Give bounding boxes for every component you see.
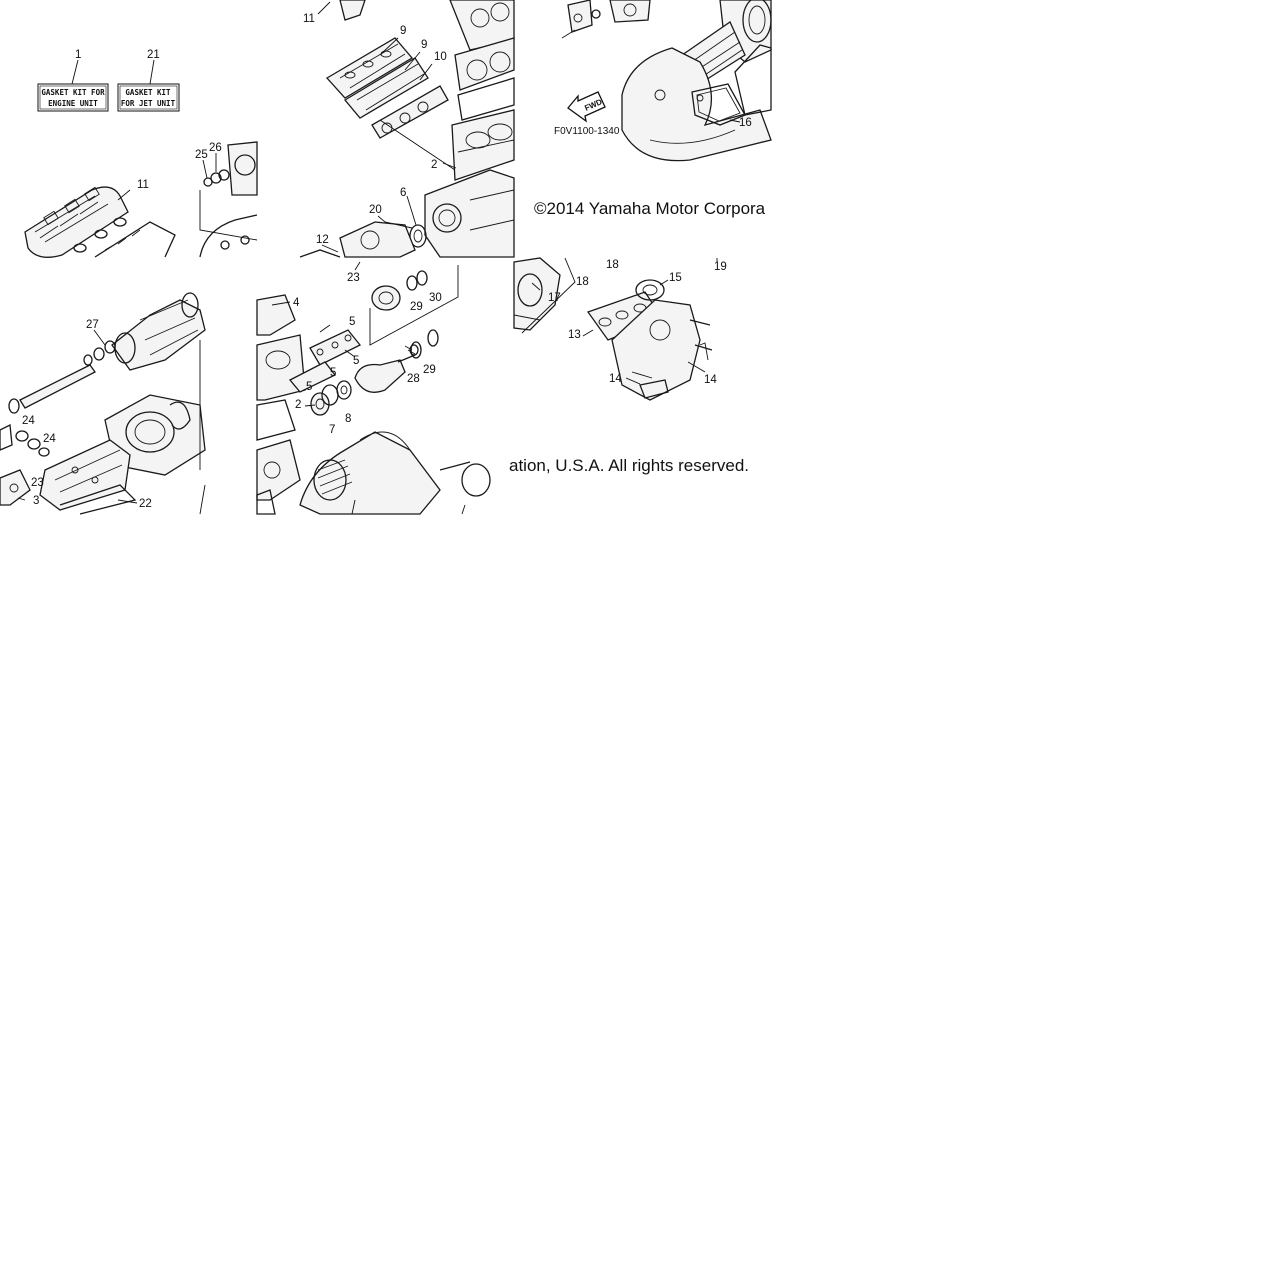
callout-6: 6 [400,187,406,199]
jet-label-line2: FOR JET UNIT [121,99,176,108]
bearings-7-8 [310,380,352,416]
head-cover-gaskets [325,37,449,139]
callout-23-center: 23 [347,272,360,284]
callout-30: 30 [429,292,442,304]
callouts-tile-b: 11 9 9 10 2 6 20 12 [303,13,447,246]
callout-18b: 18 [606,259,619,271]
callouts-tile-f: 17 18 18 19 15 13 14 14 [531,258,727,386]
callout-15: 15 [669,272,682,284]
engine-label-line1: GASKET KIT FOR [41,88,105,97]
callout-3: 3 [33,495,39,507]
callouts-tile-e: 23 4 29 30 5 5 5 5 28 29 2 7 8 [271,261,442,436]
callout-24a: 24 [22,415,35,427]
callout-2-top: 2 [431,159,437,171]
reverse-gate-part [621,44,772,162]
callout-12: 12 [316,234,329,246]
callout-5d: 5 [306,381,312,393]
head-cover-part [24,186,176,258]
callout-22: 22 [139,498,152,510]
fwd-arrow-icon: FWD [567,91,606,123]
seal-parts-24 [0,423,50,506]
engine-label-line2: ENGINE UNIT [48,99,98,108]
cover-assembly-part [299,215,416,258]
callout-17: 17 [548,292,561,304]
callout-1: 1 [75,49,81,61]
callouts-tile-d: 27 24 24 23 3 22 [17,319,152,510]
callout-14a: 14 [609,373,622,385]
exhaust-pipe-part [299,431,491,515]
tile-top-left: GASKET KIT FOR ENGINE UNIT GASKET KIT FO… [24,49,258,258]
callout-20: 20 [369,204,382,216]
callout-9a: 9 [400,25,406,37]
figure-code: F0V1100-1340 [554,126,620,137]
cylinder-block-part [379,0,515,258]
callout-5a: 5 [349,316,355,328]
callout-26: 26 [209,142,222,154]
exhaust-chamber-part [513,257,576,334]
gasket-16-part [691,83,746,126]
gasket-kit-jet-label: GASKET KIT FOR JET UNIT [117,83,180,112]
callout-25: 25 [195,149,208,161]
exhaust-manifold-part [611,279,713,401]
callout-14b: 14 [704,374,717,386]
pump-assembly-part [561,0,651,39]
callout-7: 7 [329,424,335,436]
callout-5b: 5 [353,355,359,367]
bearing-assembly-part [369,265,459,346]
jet-label-line1: GASKET KIT [125,88,171,97]
callout-11-top: 11 [303,13,315,25]
callout-16: 16 [739,117,752,129]
callout-23: 23 [31,477,44,489]
callout-8: 8 [345,413,351,425]
callout-11: 11 [137,179,149,191]
coupler-shaft-part [354,329,439,393]
callout-29a: 29 [410,301,423,313]
callout-29b: 29 [423,364,436,376]
tile-middle-left: 27 24 24 23 3 22 [0,292,206,515]
tile-top-middle: 11 9 9 10 2 6 20 12 [299,0,515,258]
callout-24b: 24 [43,433,56,445]
gasket-kit-engine-label: GASKET KIT FOR ENGINE UNIT [37,83,109,112]
cylinder-head-part [199,141,258,258]
callout-28: 28 [407,373,420,385]
callout-9b: 9 [421,39,427,51]
callout-18a: 18 [576,276,589,288]
tile-center: 23 4 29 30 5 5 5 5 28 29 2 7 8 [256,261,491,515]
tile-middle-right: ation, U.S.A. All rights reserved. 17 18… [509,257,749,475]
copyright-text-part2: ation, U.S.A. All rights reserved. [509,456,749,475]
impeller-housing-part [111,292,206,371]
callout-19: 19 [714,261,727,273]
callouts-tile-a: 1 21 11 25 26 [75,49,222,201]
engine-mount-part [39,439,206,515]
copyright-text-part1: ©2014 Yamaha Motor Corpora [534,199,766,218]
oil-seal-part [406,195,427,248]
callout-13: 13 [568,329,581,341]
tile-top-right: FWD F0V1100-1340 ©2014 Yamaha Motor Corp… [534,0,772,218]
callout-10: 10 [434,51,447,63]
callout-21: 21 [147,49,160,61]
drive-shaft-part [8,340,116,414]
callout-27: 27 [86,319,99,331]
callout-5c: 5 [330,367,336,379]
callout-4: 4 [293,297,300,309]
callout-2-center: 2 [295,399,301,411]
exhaust-gaskets-5 [288,324,362,393]
